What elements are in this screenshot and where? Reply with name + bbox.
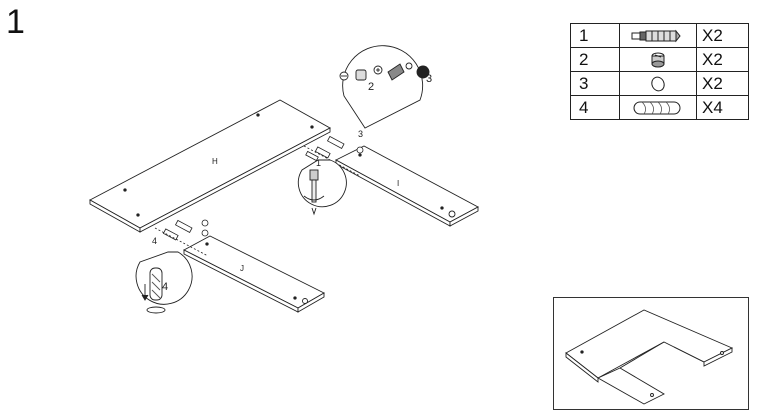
part-number: 1 [570,23,620,48]
panel-j [183,235,325,313]
pointer-label-1: 1 [316,158,321,168]
parts-row-4: 4 X4 [570,95,749,120]
pointer-label-3: 3 [358,129,363,139]
part-number: 4 [570,95,620,120]
panel-label-j: J [240,264,244,273]
parts-row-3: 3 X2 [570,71,749,96]
part-quantity: X2 [696,47,749,72]
part-number: 2 [570,47,620,72]
parts-row-1: 1 X2 [570,23,749,48]
callout-mid [297,159,347,216]
part-quantity: X4 [696,95,749,120]
connector-group-i [303,135,364,177]
callout-part-4: 4 [162,281,168,293]
cover-cap-icon [619,71,697,96]
connector-group-j [154,219,209,257]
cam-bolt-icon [619,23,697,48]
callout-part-3: 3 [426,73,432,85]
assembled-preview [553,297,749,410]
panel-i [335,145,479,227]
panel-label-h: H [212,157,218,166]
pointer-label-4: 4 [152,236,157,246]
callout-part-2: 2 [368,81,374,93]
callout-bottom [135,251,193,314]
step-number: 1 [6,3,25,41]
part-quantity: X2 [696,23,749,48]
cam-lock-nut-icon [619,47,697,72]
panel-h [89,99,331,233]
panel-label-i: I [397,179,399,188]
parts-row-2: 2 X2 [570,47,749,72]
parts-table: 1 X2 2 X2 3 [570,23,749,120]
callout-top [339,45,430,129]
